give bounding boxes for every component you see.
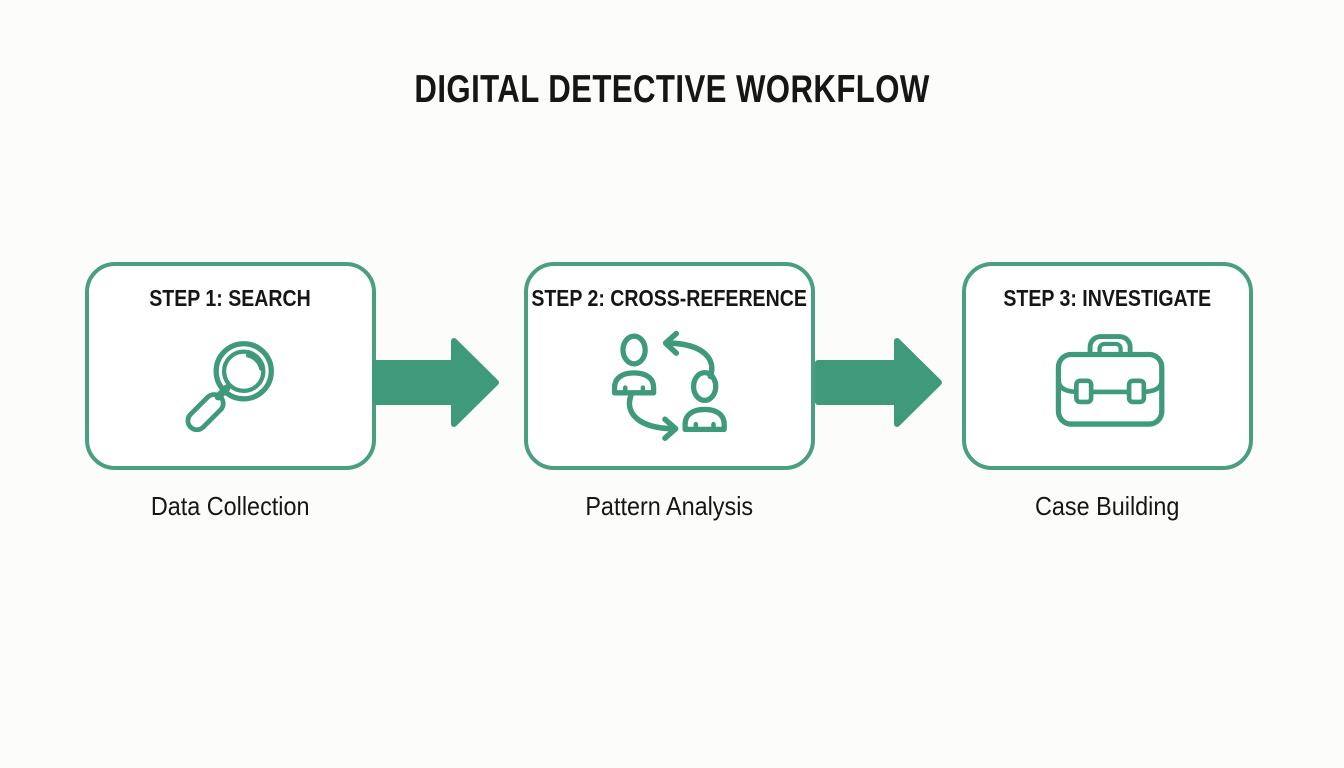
step-caption-text: Data Collection [151, 491, 310, 521]
step-icon-area [89, 312, 372, 466]
step-title: STEP 2: CROSS-REFERENCE [507, 285, 831, 312]
step-card-search: STEP 1: SEARCH [85, 262, 376, 470]
step-caption-text: Case Building [1035, 491, 1180, 521]
step-caption: Data Collection [85, 491, 376, 522]
step-title: STEP 3: INVESTIGATE [985, 285, 1230, 312]
page-title-text: DIGITAL DETECTIVE WORKFLOW [414, 68, 930, 111]
arrow-right-icon [815, 338, 942, 427]
step-icon-area [528, 312, 811, 466]
flow-arrow [372, 336, 501, 429]
step-caption-text: Pattern Analysis [585, 491, 754, 521]
step-title-text: STEP 2: CROSS-REFERENCE [531, 285, 808, 311]
step-icon-area [966, 312, 1249, 466]
step-caption: Pattern Analysis [524, 491, 815, 522]
step-title-text: STEP 1: SEARCH [149, 285, 312, 311]
step-card-cross-reference: STEP 2: CROSS-REFERENCE [524, 262, 815, 470]
people-exchange-icon [607, 330, 733, 441]
briefcase-icon [1055, 334, 1164, 427]
step-title-text: STEP 3: INVESTIGATE [1003, 285, 1212, 311]
magnifier-icon [185, 341, 274, 433]
step-card-investigate: STEP 3: INVESTIGATE [962, 262, 1253, 470]
flow-arrow [815, 336, 944, 429]
page-title: DIGITAL DETECTIVE WORKFLOW [0, 68, 1344, 112]
arrow-right-icon [372, 338, 499, 427]
step-caption: Case Building [962, 491, 1253, 522]
step-title: STEP 1: SEARCH [135, 285, 325, 312]
